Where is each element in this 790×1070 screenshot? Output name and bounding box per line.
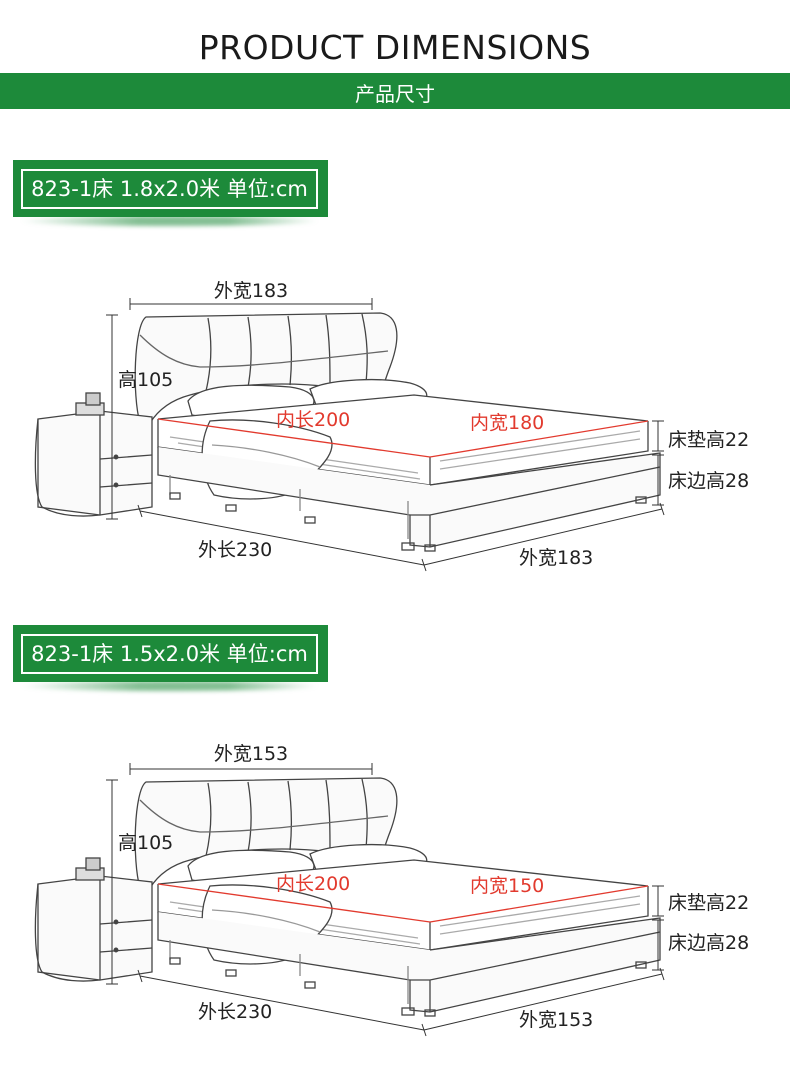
mattress-height-label: 床垫高22 — [668, 429, 749, 451]
outer-width-side-label: 外宽153 — [519, 1009, 593, 1031]
bed-section-2: 823-1床 1.5x2.0米 单位:cm — [0, 620, 790, 1070]
subtitle-banner: 产品尺寸 — [0, 73, 790, 109]
bed-frame — [157, 447, 661, 548]
outer-width-top-label: 外宽183 — [214, 280, 288, 302]
inner-length-label: 内长200 — [276, 409, 350, 431]
bed-diagram: 外宽183 高105 内长200 内宽180 床垫高22 床边高28 外长230… — [34, 280, 749, 572]
size-tag-label: 823-1床 1.5x2.0米 单位:cm — [21, 634, 318, 674]
bed-section-1: 823-1床 1.8x2.0米 单位:cm — [0, 155, 790, 605]
bed-diagram: 外宽153 高105 内长200 内宽150 床垫高22 床边高28 外长230… — [34, 743, 749, 1037]
bed-frame — [157, 912, 661, 1013]
subtitle-text: 产品尺寸 — [355, 82, 435, 106]
height-label: 高105 — [118, 369, 173, 391]
inner-length-label: 内长200 — [276, 873, 350, 895]
height-label: 高105 — [118, 832, 173, 854]
nightstand — [37, 410, 153, 516]
inner-width-label: 内宽180 — [470, 412, 544, 434]
inner-width-label: 内宽150 — [470, 875, 544, 897]
frame-height-label: 床边高28 — [668, 932, 749, 954]
outer-length-label: 外长230 — [198, 1001, 272, 1023]
mattress-height-label: 床垫高22 — [668, 892, 749, 914]
outer-width-side-label: 外宽183 — [519, 547, 593, 569]
page-title: PRODUCT DIMENSIONS — [198, 28, 592, 67]
outer-length-label: 外长230 — [198, 539, 272, 561]
nightstand — [37, 875, 153, 981]
outer-width-top-label: 外宽153 — [214, 743, 288, 765]
size-tag-label: 823-1床 1.8x2.0米 单位:cm — [21, 169, 318, 209]
frame-height-label: 床边高28 — [668, 470, 749, 492]
